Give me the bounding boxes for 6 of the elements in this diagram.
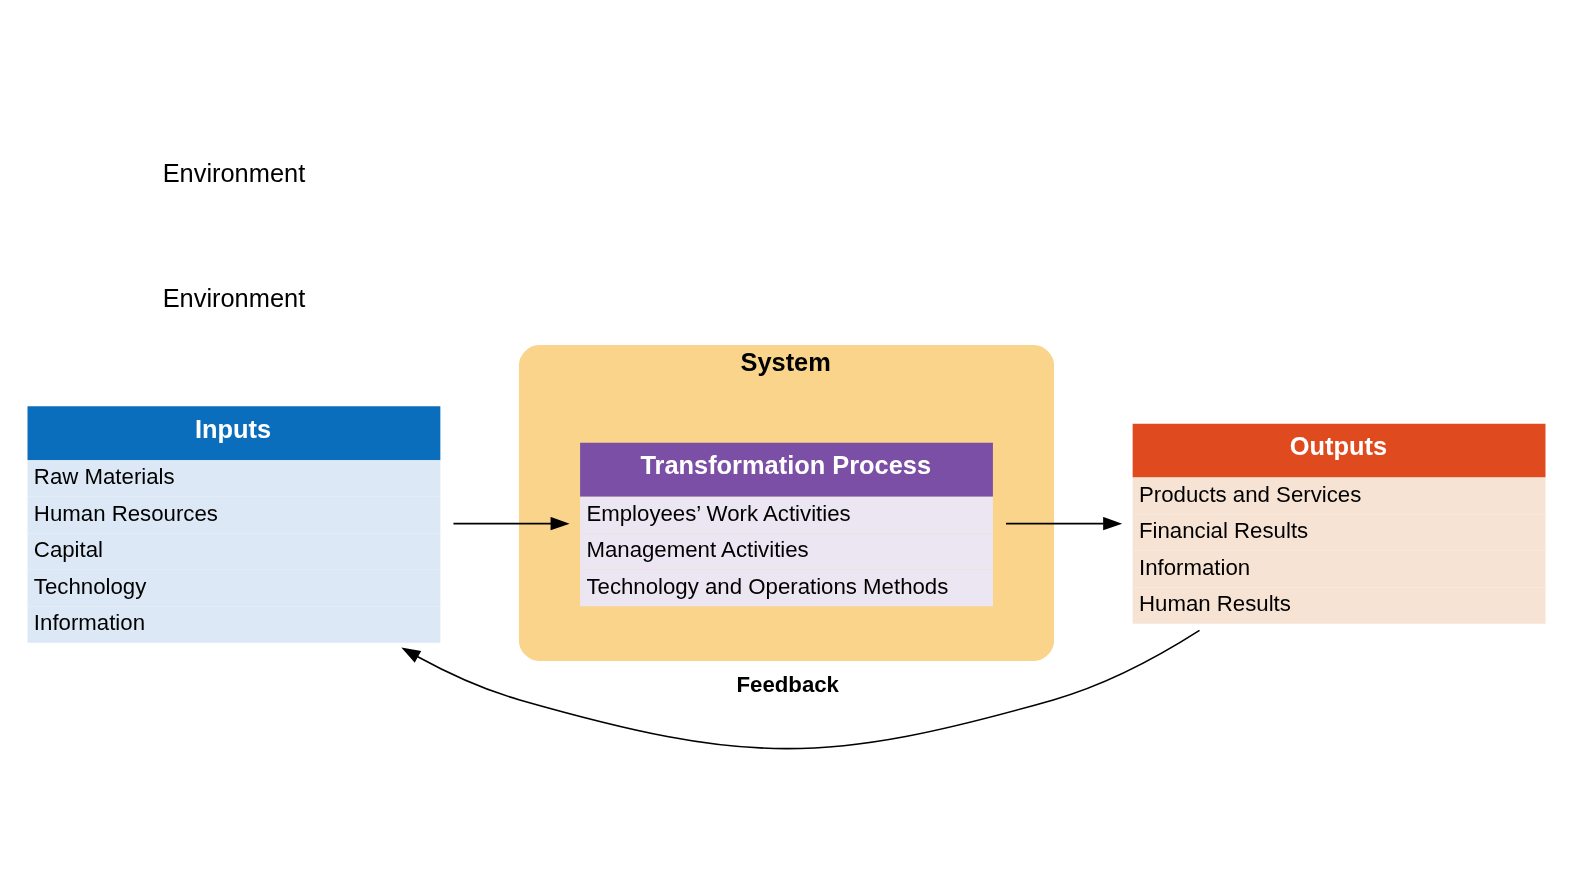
label: Environment (162, 158, 306, 187)
arrow (452, 517, 570, 531)
edge-label: Feedback (736, 672, 839, 698)
arrow (1005, 517, 1123, 531)
label: Environment (162, 284, 306, 313)
arrow (401, 629, 1201, 750)
